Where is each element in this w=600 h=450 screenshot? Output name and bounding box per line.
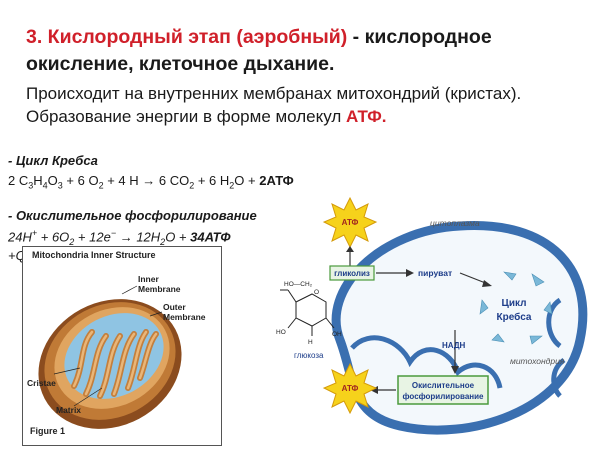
heading-dash: - <box>347 26 365 48</box>
glucose-h: H <box>308 339 313 346</box>
krebs-atp: 2АТФ <box>259 173 294 188</box>
scheme-mitochondrion: митохондрия <box>510 356 565 366</box>
oxphos-partial: +Q <box>8 248 26 263</box>
glucose-ch2oh: HO—CH₂ <box>284 281 313 288</box>
page-heading: 3. Кислородный этап (аэробный) - кислоро… <box>26 24 586 78</box>
glucose-ho: HO <box>276 329 286 336</box>
heading-rest: кислородное окисление, клеточное дыхание… <box>26 26 492 75</box>
oxphos-equation: 24H+ + 6O2 + 12e− → 12H2O + 34АТФ <box>8 228 231 247</box>
scheme-glycolysis: гликолиз <box>334 269 370 278</box>
atp-star-top: АТФ <box>322 196 378 249</box>
scheme-glucose: глюкоза <box>294 351 324 360</box>
glucose-oh: OH <box>332 331 342 338</box>
krebs-cycle-arrows <box>479 271 553 345</box>
krebs-equation: 2 C3H4O3 + 6 O2 + 4 H → 6 CO2 + 6 H2O + … <box>8 173 294 191</box>
scheme-nadh: НАДН <box>442 341 466 350</box>
oxphos-atp: 34АТФ <box>190 229 231 245</box>
glucose-o: O <box>314 289 319 296</box>
svg-text:АТФ: АТФ <box>342 218 359 227</box>
oxphos-title: - Окислительное фосфорилирование <box>8 208 257 223</box>
mitochondrion-body <box>38 299 182 429</box>
figure-title: Mitochondria Inner Structure <box>32 250 156 260</box>
atp-star-bottom: АТФ <box>322 362 378 415</box>
krebs-title: - Цикл Кребса <box>8 153 98 168</box>
glucose-molecule <box>280 289 335 336</box>
figure-caption: Figure 1 <box>30 426 65 436</box>
description-atp: АТФ. <box>346 107 387 126</box>
label-matrix: Matrix <box>56 405 81 415</box>
svg-text:АТФ: АТФ <box>342 384 359 393</box>
heading-stage: 3. Кислородный этап (аэробный) <box>26 26 348 48</box>
description-main: Происходит на внутренних мембранах митох… <box>26 84 522 126</box>
label-cristae: Cristae <box>27 378 56 388</box>
scheme-pyruvate: пируват <box>418 268 452 278</box>
description: Происходит на внутренних мембранах митох… <box>26 82 591 128</box>
scheme-cytoplasm: цитоплазма <box>430 218 480 228</box>
